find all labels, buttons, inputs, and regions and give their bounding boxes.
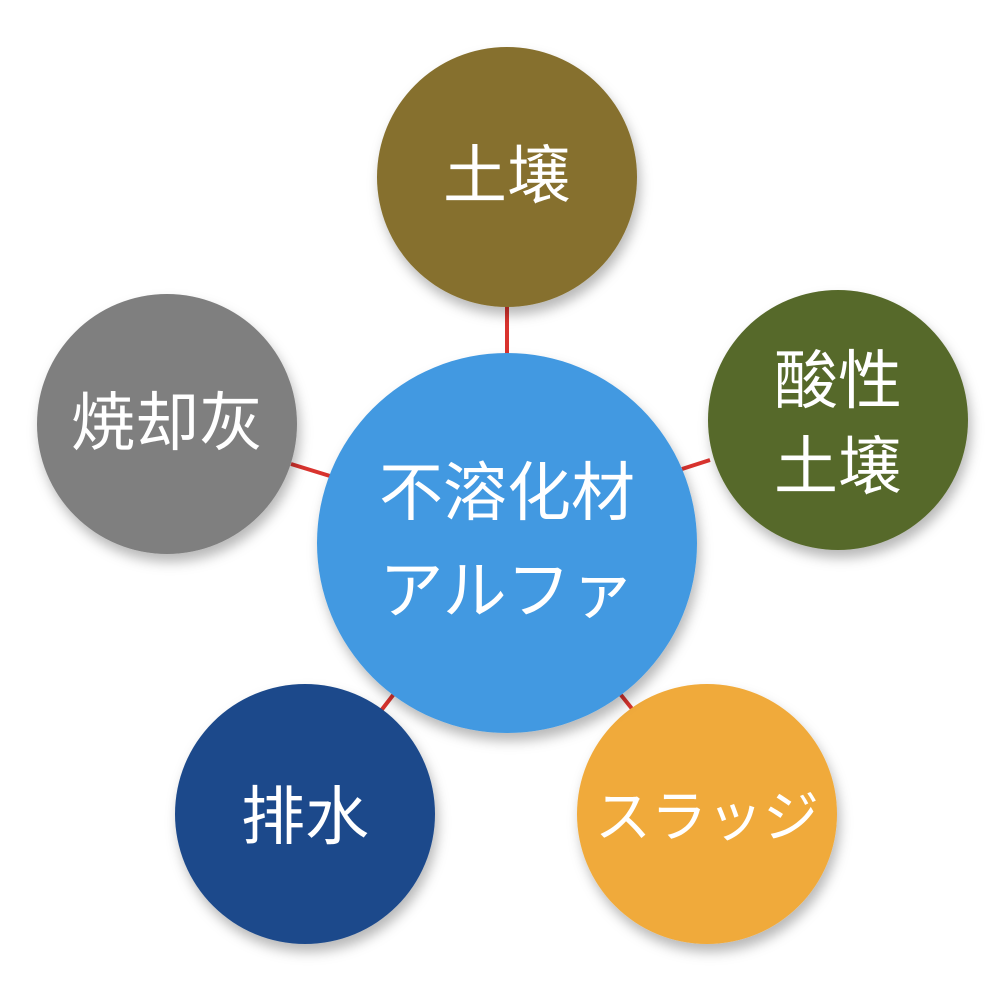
node-wastewater-circle: [175, 684, 435, 944]
node-wastewater: 排水: [175, 684, 435, 944]
node-soil-circle: [377, 47, 637, 307]
node-acidic-soil-label-line1: 酸性: [774, 345, 902, 419]
node-acidic-soil: 酸性 土壌: [708, 290, 968, 550]
node-incineration-ash: 焼却灰: [37, 294, 297, 554]
connector-incineration-ash: [290, 462, 331, 478]
center-node-circle: [317, 353, 697, 733]
node-soil: 土壌: [377, 47, 637, 307]
node-wastewater-label: 排水: [241, 781, 369, 855]
connector-acidic-soil: [681, 458, 711, 471]
node-sludge: スラッジ: [577, 684, 837, 944]
node-incineration-ash-circle: [37, 294, 297, 554]
node-acidic-soil-label-line2: 土壌: [774, 431, 902, 505]
center-node-label-line1: 不溶化材: [379, 457, 635, 531]
node-soil-label: 土壌: [443, 140, 571, 214]
node-sludge-label: スラッジ: [595, 786, 819, 851]
node-acidic-soil-circle: [708, 290, 968, 550]
node-incineration-ash-label: 焼却灰: [71, 387, 263, 461]
center-node-label-line2: アルファ: [379, 555, 634, 629]
node-sludge-circle: [577, 684, 837, 944]
center-node: 不溶化材 アルファ: [317, 353, 697, 733]
